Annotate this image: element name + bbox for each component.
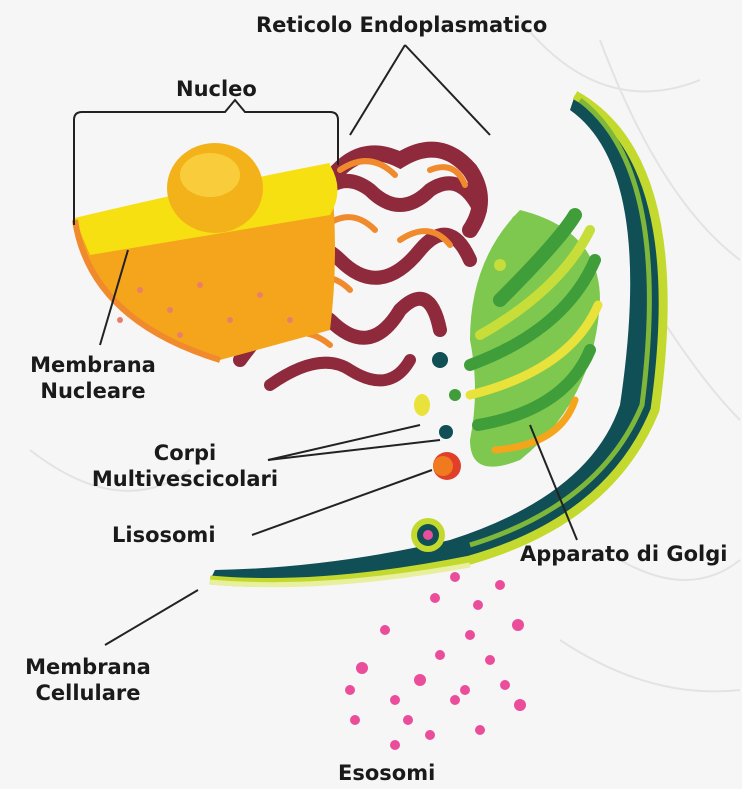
label-multivesicular-bodies: Corpi Multivescicolari	[80, 440, 290, 492]
label-mvb-line1: Corpi	[80, 440, 290, 466]
multivesicular-bodies	[414, 352, 461, 439]
label-nuclear-membrane: Membrana Nucleare	[8, 352, 178, 404]
label-nuclear-membrane-line2: Nucleare	[8, 378, 178, 404]
exosomes	[345, 572, 526, 750]
label-golgi: Apparato di Golgi	[520, 541, 727, 567]
er-leader-1	[350, 45, 405, 135]
cell-membrane-leader	[105, 590, 198, 645]
mvb-leader-2	[268, 440, 440, 460]
nucleus	[75, 143, 338, 360]
label-cell-membrane-line1: Membrana	[8, 654, 168, 680]
label-nucleus: Nucleo	[176, 76, 257, 102]
label-cell-membrane: Membrana Cellulare	[8, 654, 168, 706]
mvb-leader-1	[268, 425, 420, 460]
label-nuclear-membrane-line1: Membrana	[8, 352, 178, 378]
label-exosomes: Esosomi	[338, 760, 435, 786]
er-leader-2	[405, 45, 490, 135]
budding-vesicle	[411, 518, 445, 552]
label-lysosomes: Lisosomi	[112, 522, 216, 548]
lysosome	[433, 452, 461, 480]
golgi-apparatus	[470, 210, 600, 467]
label-cell-membrane-line2: Cellulare	[8, 680, 168, 706]
label-endoplasmic-reticulum: Reticolo Endoplasmatico	[256, 12, 547, 38]
label-mvb-line2: Multivescicolari	[80, 466, 290, 492]
